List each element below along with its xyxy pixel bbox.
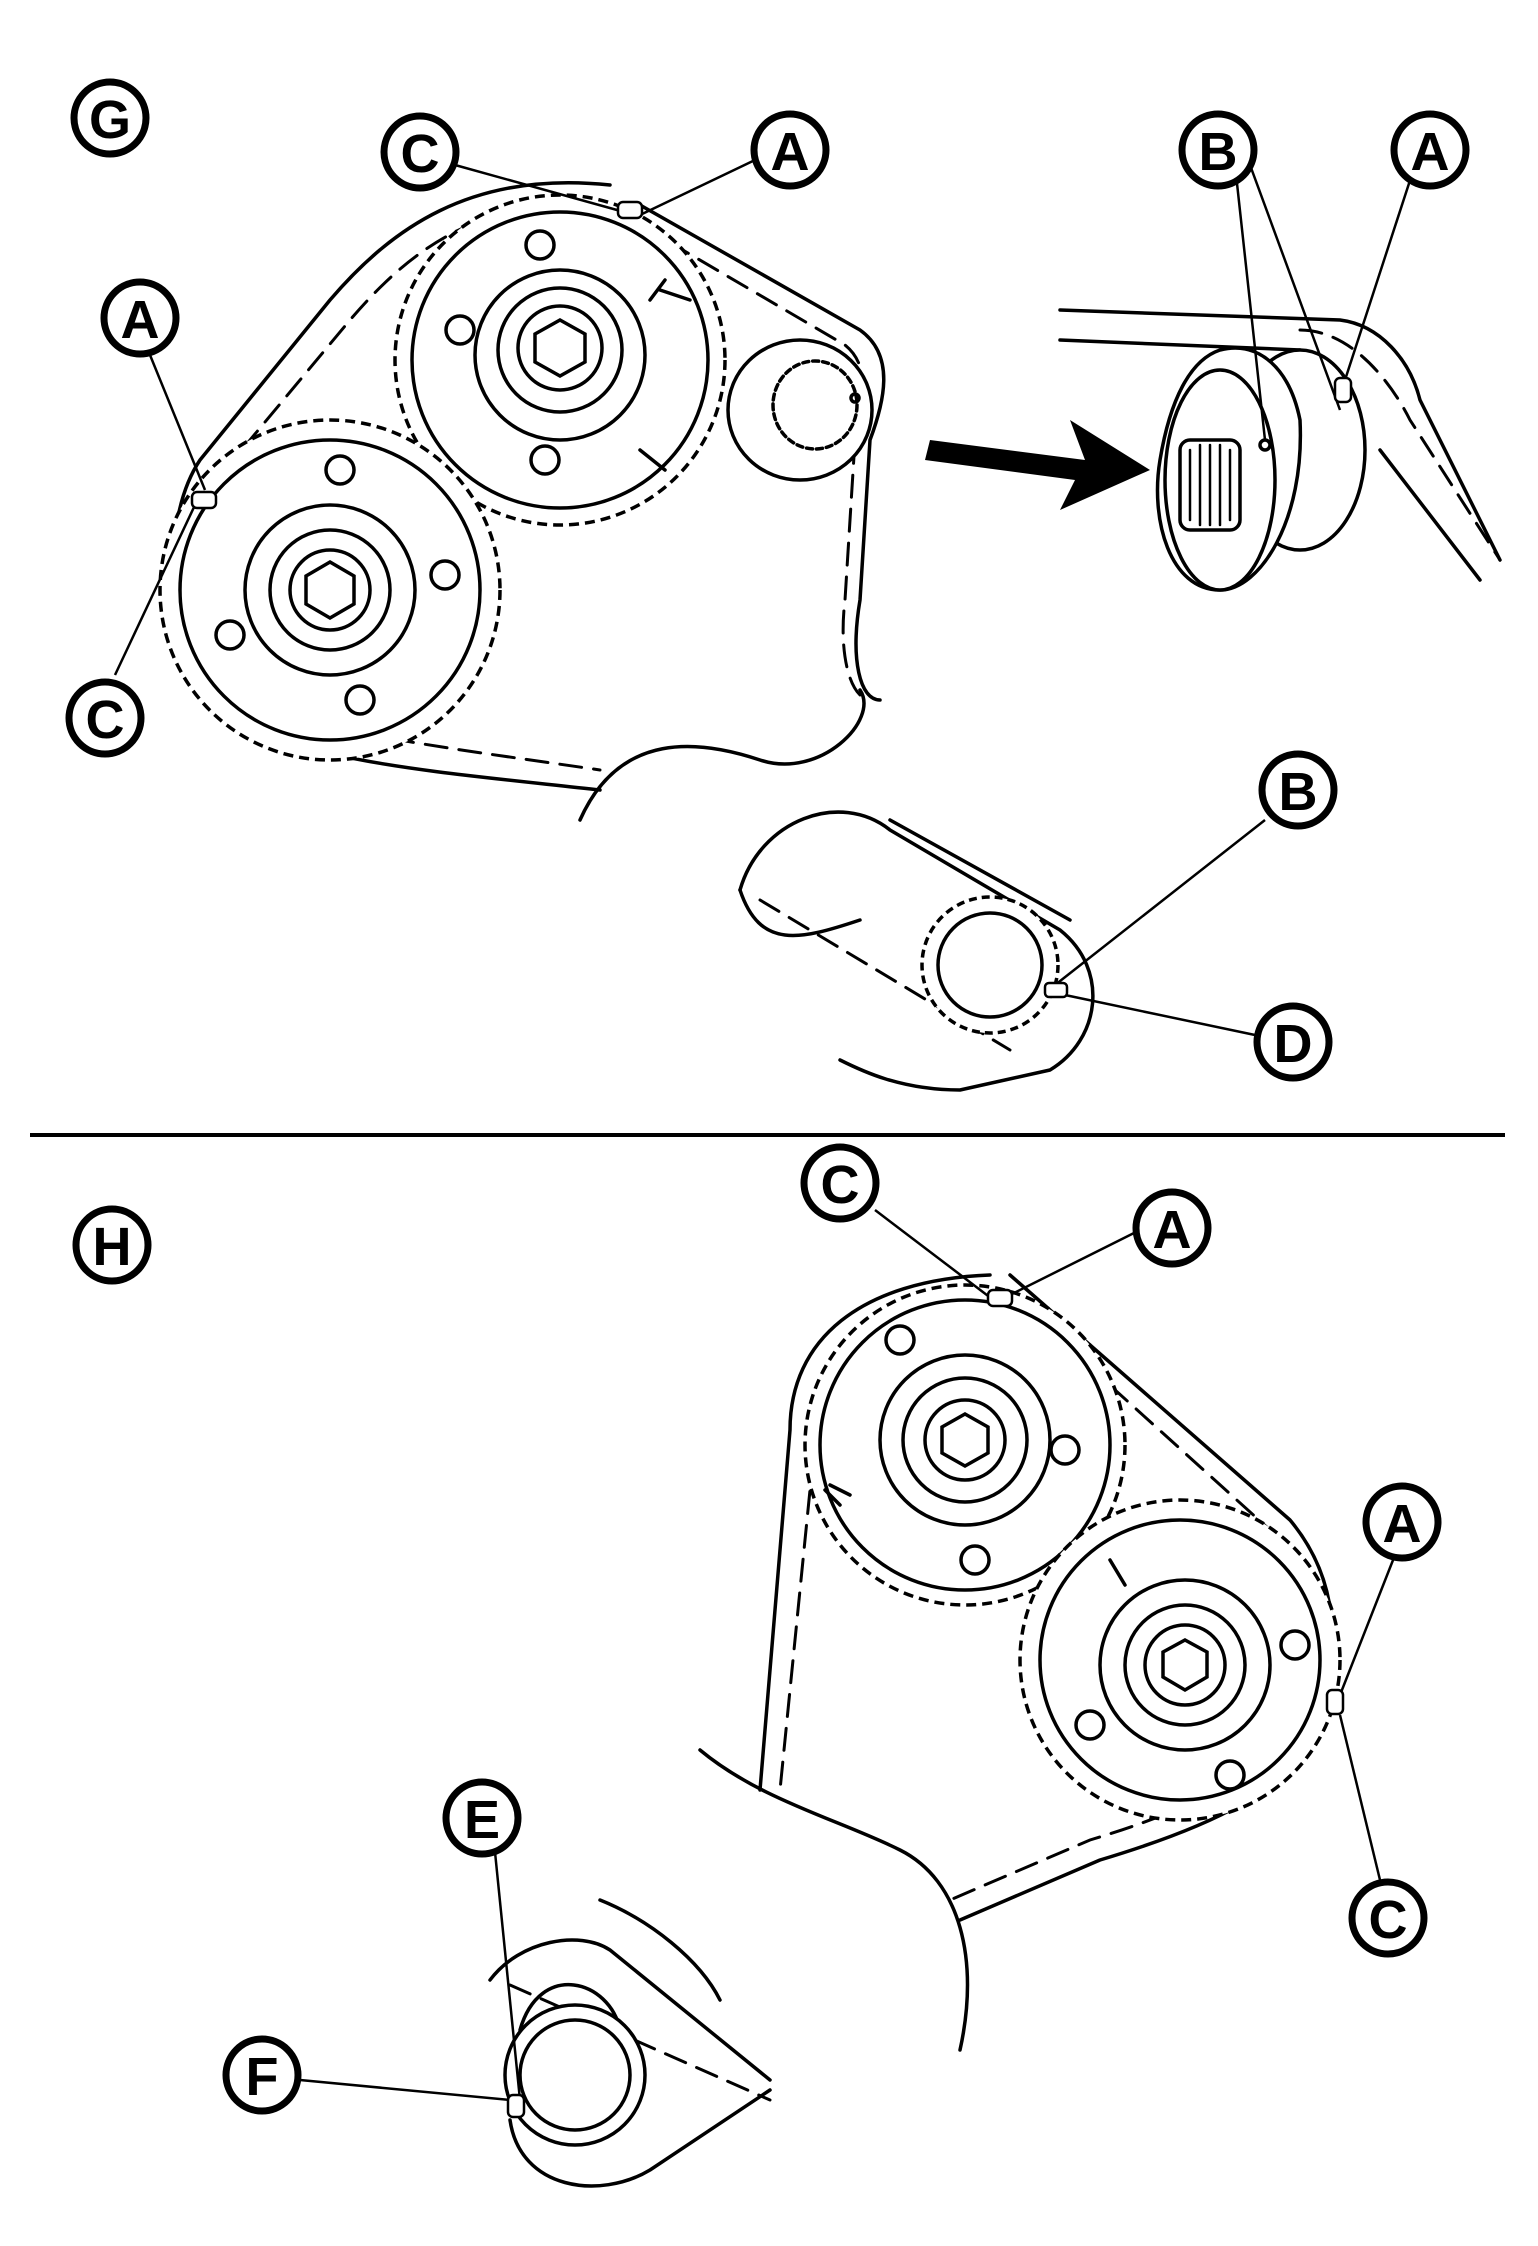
- view-label-h: H: [72, 1205, 152, 1285]
- callout-h-a-top: A: [1132, 1188, 1212, 1268]
- svg-text:A: A: [1411, 122, 1450, 182]
- svg-text:C: C: [821, 1155, 860, 1215]
- svg-text:B: B: [1199, 122, 1238, 182]
- crank-sprocket-h: [503, 2003, 647, 2147]
- svg-text:C: C: [1369, 1890, 1408, 1950]
- svg-text:F: F: [246, 2047, 279, 2107]
- callout-h-a-right: A: [1362, 1482, 1442, 1562]
- callout-g-c-top: C: [380, 112, 460, 192]
- svg-text:A: A: [121, 290, 160, 350]
- svg-text:E: E: [464, 1790, 500, 1850]
- view-g: G C A B A A C B: [65, 78, 1502, 1092]
- callout-h-e: E: [442, 1778, 522, 1858]
- idler-pulley: [726, 338, 874, 482]
- callout-g-a-detail: A: [1390, 110, 1470, 190]
- break-line-h: [698, 1748, 970, 2052]
- callout-g-d-crank: D: [1253, 1002, 1333, 1082]
- sprocket-upper: [393, 193, 727, 527]
- detail-arrow: [925, 420, 1150, 510]
- svg-text:H: H: [93, 1217, 132, 1277]
- callout-g-b-crank: B: [1258, 750, 1338, 830]
- svg-text:A: A: [771, 122, 810, 182]
- callout-h-c-right: C: [1348, 1878, 1428, 1958]
- svg-text:B: B: [1279, 762, 1318, 822]
- callout-g-a-top: A: [750, 110, 830, 190]
- view-h: H C A A C E F: [72, 1143, 1442, 2188]
- belt-crank-region: [738, 810, 1095, 1092]
- svg-text:C: C: [86, 690, 125, 750]
- callout-g-c-left: C: [65, 678, 145, 758]
- svg-text:D: D: [1274, 1014, 1313, 1074]
- sprocket-upper-h: [803, 1283, 1127, 1607]
- break-line-lower: [738, 888, 862, 938]
- break-line-crank-h: [598, 1898, 722, 2002]
- callout-h-c-top: C: [800, 1143, 880, 1223]
- break-line: [578, 688, 866, 822]
- callout-g-b-detail: B: [1178, 110, 1258, 190]
- callout-h-f: F: [222, 2035, 302, 2115]
- sprocket-lower: [158, 418, 502, 762]
- sprocket-lower-h: [1018, 1498, 1342, 1822]
- svg-text:A: A: [1383, 1494, 1422, 1554]
- callout-g-a-left: A: [100, 278, 180, 358]
- svg-text:A: A: [1153, 1200, 1192, 1260]
- svg-text:G: G: [89, 90, 131, 150]
- svg-text:C: C: [401, 124, 440, 184]
- idler-detail: [1058, 308, 1502, 592]
- crank-sprocket: [920, 895, 1060, 1035]
- view-label-g: G: [70, 78, 150, 158]
